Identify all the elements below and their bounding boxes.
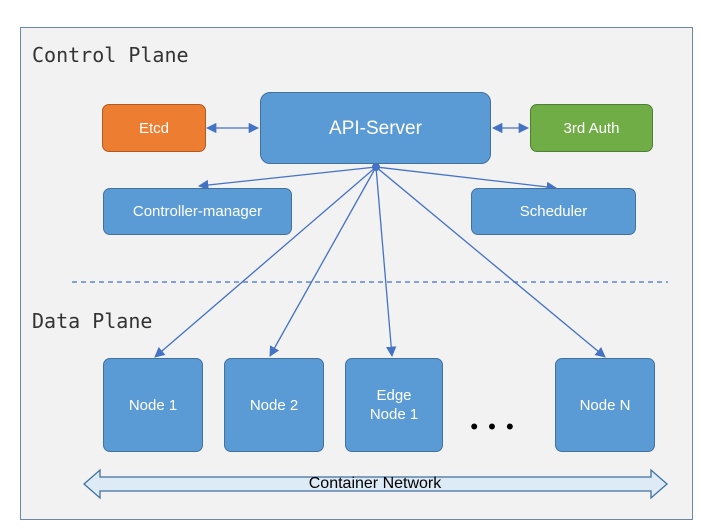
etcd-box[interactable]: Etcd	[102, 104, 206, 152]
node-1-box[interactable]: Node 1	[103, 358, 203, 452]
container-network-label: Container Network	[308, 475, 442, 492]
api-edge-node-arrow	[375, 166, 397, 358]
node-2-box[interactable]: Node 2	[224, 358, 324, 452]
node-n-box[interactable]: Node N	[555, 358, 655, 452]
api-node2-arrow	[269, 166, 377, 357]
api-nodeN-arrow	[375, 166, 606, 358]
api-scheduler-arrow	[375, 166, 558, 193]
control-plane-label: Control Plane	[32, 43, 189, 67]
scheduler-box[interactable]: Scheduler	[471, 188, 636, 235]
edge-node-1-box[interactable]: Edge Node 1	[345, 358, 443, 452]
more-nodes-ellipsis: • • •	[470, 414, 516, 439]
controller-manager-box[interactable]: Controller-manager	[103, 188, 292, 235]
data-plane-label: Data Plane	[32, 309, 153, 333]
api-server-box[interactable]: API-Server	[260, 92, 491, 164]
api-node1-arrow	[154, 166, 377, 358]
container-network-arrow	[83, 468, 668, 500]
third-auth-box[interactable]: 3rd Auth	[530, 104, 653, 152]
api-controller-arrow	[197, 166, 377, 191]
